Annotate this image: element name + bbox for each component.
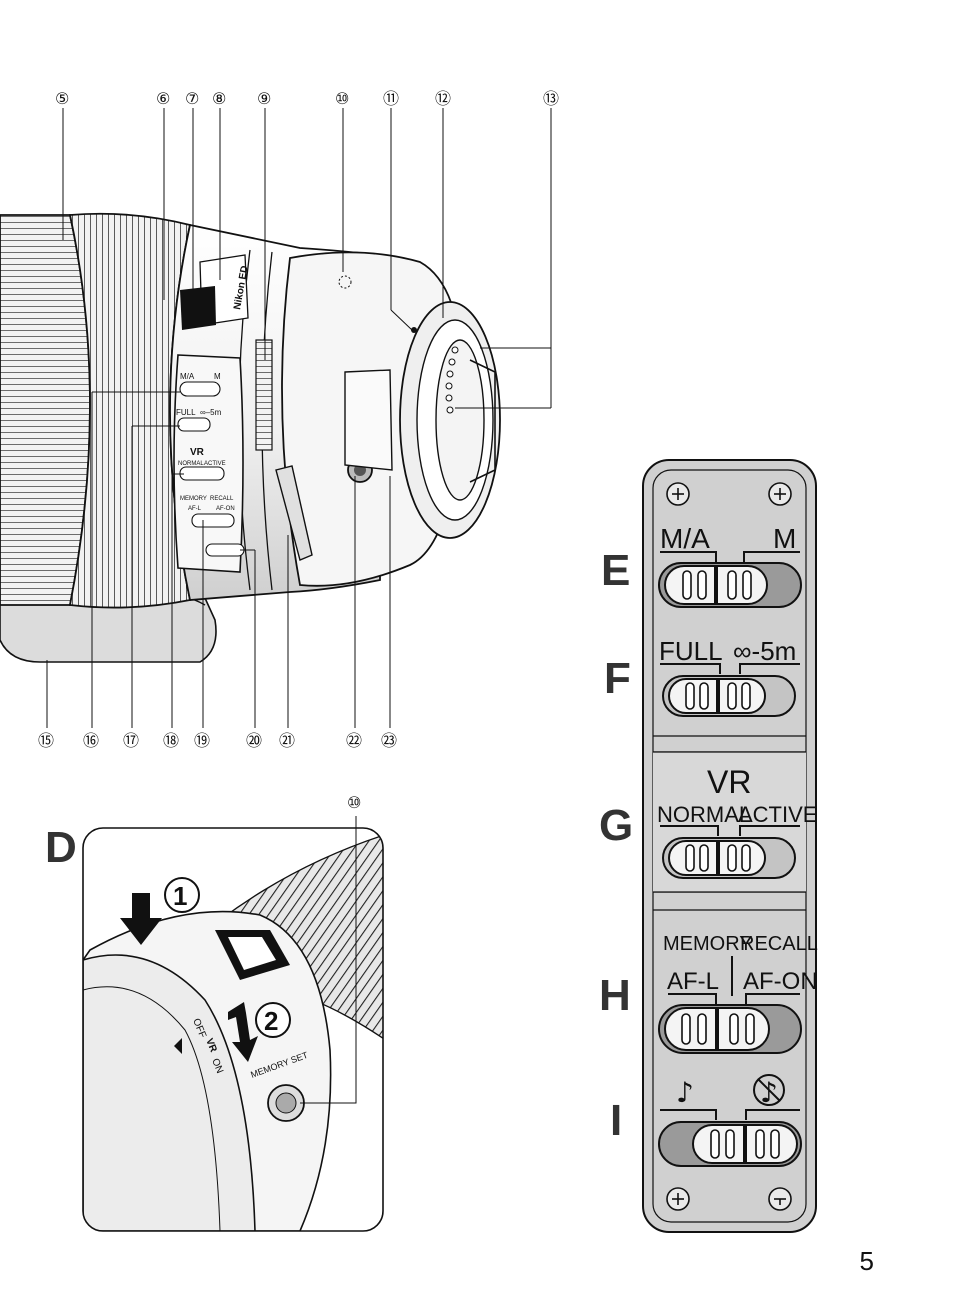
switch-h-right-label: AF-ON [743, 968, 818, 995]
switch-h-top-right-label: RECALL [740, 933, 818, 955]
callout-13: ⑬ [543, 89, 559, 108]
callout-9: ⑨ [257, 89, 271, 108]
switch-letters: E F G H I [599, 546, 633, 1145]
page-number: 5 [859, 1246, 874, 1276]
lens-label-memory: MEMORY [180, 496, 207, 502]
inset-d: D ⑩ 1 2 [45, 793, 384, 1232]
switch-g-left-label: NORMAL [657, 802, 751, 827]
lens-label-inf5m: ∞–5m [200, 408, 222, 417]
switch-panel: M/A M FULL ∞-5m VR NORMAL ACTIVE MEMORY … [642, 459, 818, 1233]
lens-label-active: ACTIVE [204, 461, 226, 467]
switch-letter-h: H [599, 971, 631, 1020]
callout-15: ⑮ [38, 731, 54, 750]
callout-6: ⑥ [156, 89, 170, 108]
callout-11: ⑪ [383, 89, 399, 108]
callout-18: ⑱ [163, 731, 179, 750]
lens-label-vr: VR [190, 447, 205, 458]
sound-off-icon [753, 1074, 785, 1106]
switch-e-left-label: M/A [660, 523, 710, 554]
callout-5: ⑤ [55, 89, 69, 108]
switch-e[interactable] [658, 562, 802, 608]
callout-19: ⑲ [194, 731, 210, 750]
lens-label-full: FULL [176, 408, 196, 417]
lens-label-afon: AF-ON [216, 506, 235, 512]
switch-h-left-label: AF-L [667, 968, 719, 995]
switch-e-right-label: M [773, 523, 796, 554]
switch-f-right-label: ∞-5m [733, 636, 796, 666]
callout-12: ⑫ [435, 89, 451, 108]
callouts-top [62, 108, 552, 409]
switch-f[interactable] [662, 675, 796, 717]
switch-g-title: VR [707, 764, 751, 800]
switch-letter-f: F [604, 654, 631, 703]
switch-f-left-label: FULL [659, 636, 723, 666]
vr-label: VR [203, 1037, 219, 1055]
switch-g-right-label: ACTIVE [738, 802, 817, 827]
switch-letter-g: G [599, 801, 633, 850]
callout-23: ㉓ [381, 731, 397, 750]
switch-h-top-left-label: MEMORY [663, 933, 753, 955]
lens-label-ma: M/A [180, 372, 195, 381]
vr-on-label: ON [209, 1057, 225, 1075]
callout-20: ⑳ [246, 731, 262, 750]
lens-label-m: M [214, 372, 221, 381]
lens-label-afl: AF-L [188, 506, 202, 512]
switch-g[interactable] [662, 837, 796, 879]
lens-illustration [0, 212, 501, 663]
switch-i[interactable] [658, 1121, 802, 1167]
callout-labels-top: ⑤ ⑥ ⑦ ⑧ ⑨ ⑩ ⑪ ⑫ ⑬ [55, 89, 559, 108]
step-1-label: 1 [173, 881, 187, 911]
callout-22: ㉒ [346, 731, 362, 750]
lens-label-normal: NORMAL [178, 461, 204, 467]
lens-label-recall: RECALL [210, 496, 234, 502]
callout-16: ⑯ [83, 731, 99, 750]
switch-letter-i: I [610, 1096, 622, 1145]
callout-17: ⑰ [123, 731, 139, 750]
callout-21: ㉑ [279, 731, 295, 750]
callout-7: ⑦ [185, 89, 199, 108]
callouts-bottom [46, 391, 391, 728]
callout-10: ⑩ [335, 89, 349, 108]
switch-letter-e: E [601, 546, 630, 595]
callout-8: ⑧ [212, 89, 226, 108]
switch-i-left-label: ♪ [676, 1076, 694, 1109]
inset-d-callout: ⑩ [347, 793, 361, 812]
switch-h[interactable] [658, 1004, 802, 1054]
callout-labels-bottom: ⑮ ⑯ ⑰ ⑱ ⑲ ⑳ ㉑ ㉒ ㉓ [38, 731, 397, 750]
inset-d-letter: D [45, 823, 77, 872]
step-2-label: 2 [264, 1006, 278, 1036]
